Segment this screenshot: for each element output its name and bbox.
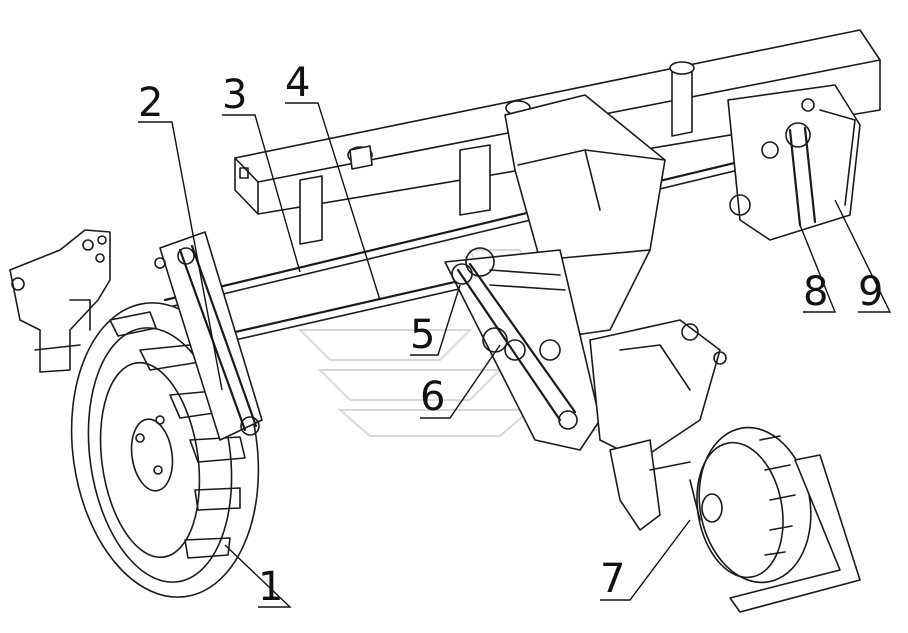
callout-1: 1 — [258, 564, 283, 610]
furrow-opener — [589, 319, 727, 531]
hitch-bracket — [9, 229, 111, 373]
leader-lines — [138, 102, 892, 608]
callout-3: 3 — [222, 72, 247, 118]
central-chain-drive — [444, 247, 601, 451]
callout-2: 2 — [138, 80, 163, 126]
callout-8: 8 — [803, 269, 828, 315]
callout-6: 6 — [420, 374, 445, 420]
callout-9: 9 — [858, 269, 883, 315]
frame-posts — [299, 61, 695, 245]
callout-7: 7 — [600, 556, 625, 602]
callout-4: 4 — [285, 60, 310, 106]
press-wheel — [689, 426, 861, 613]
right-chain-drive — [727, 84, 861, 241]
callout-5: 5 — [410, 312, 435, 358]
seed-hopper — [504, 94, 666, 336]
